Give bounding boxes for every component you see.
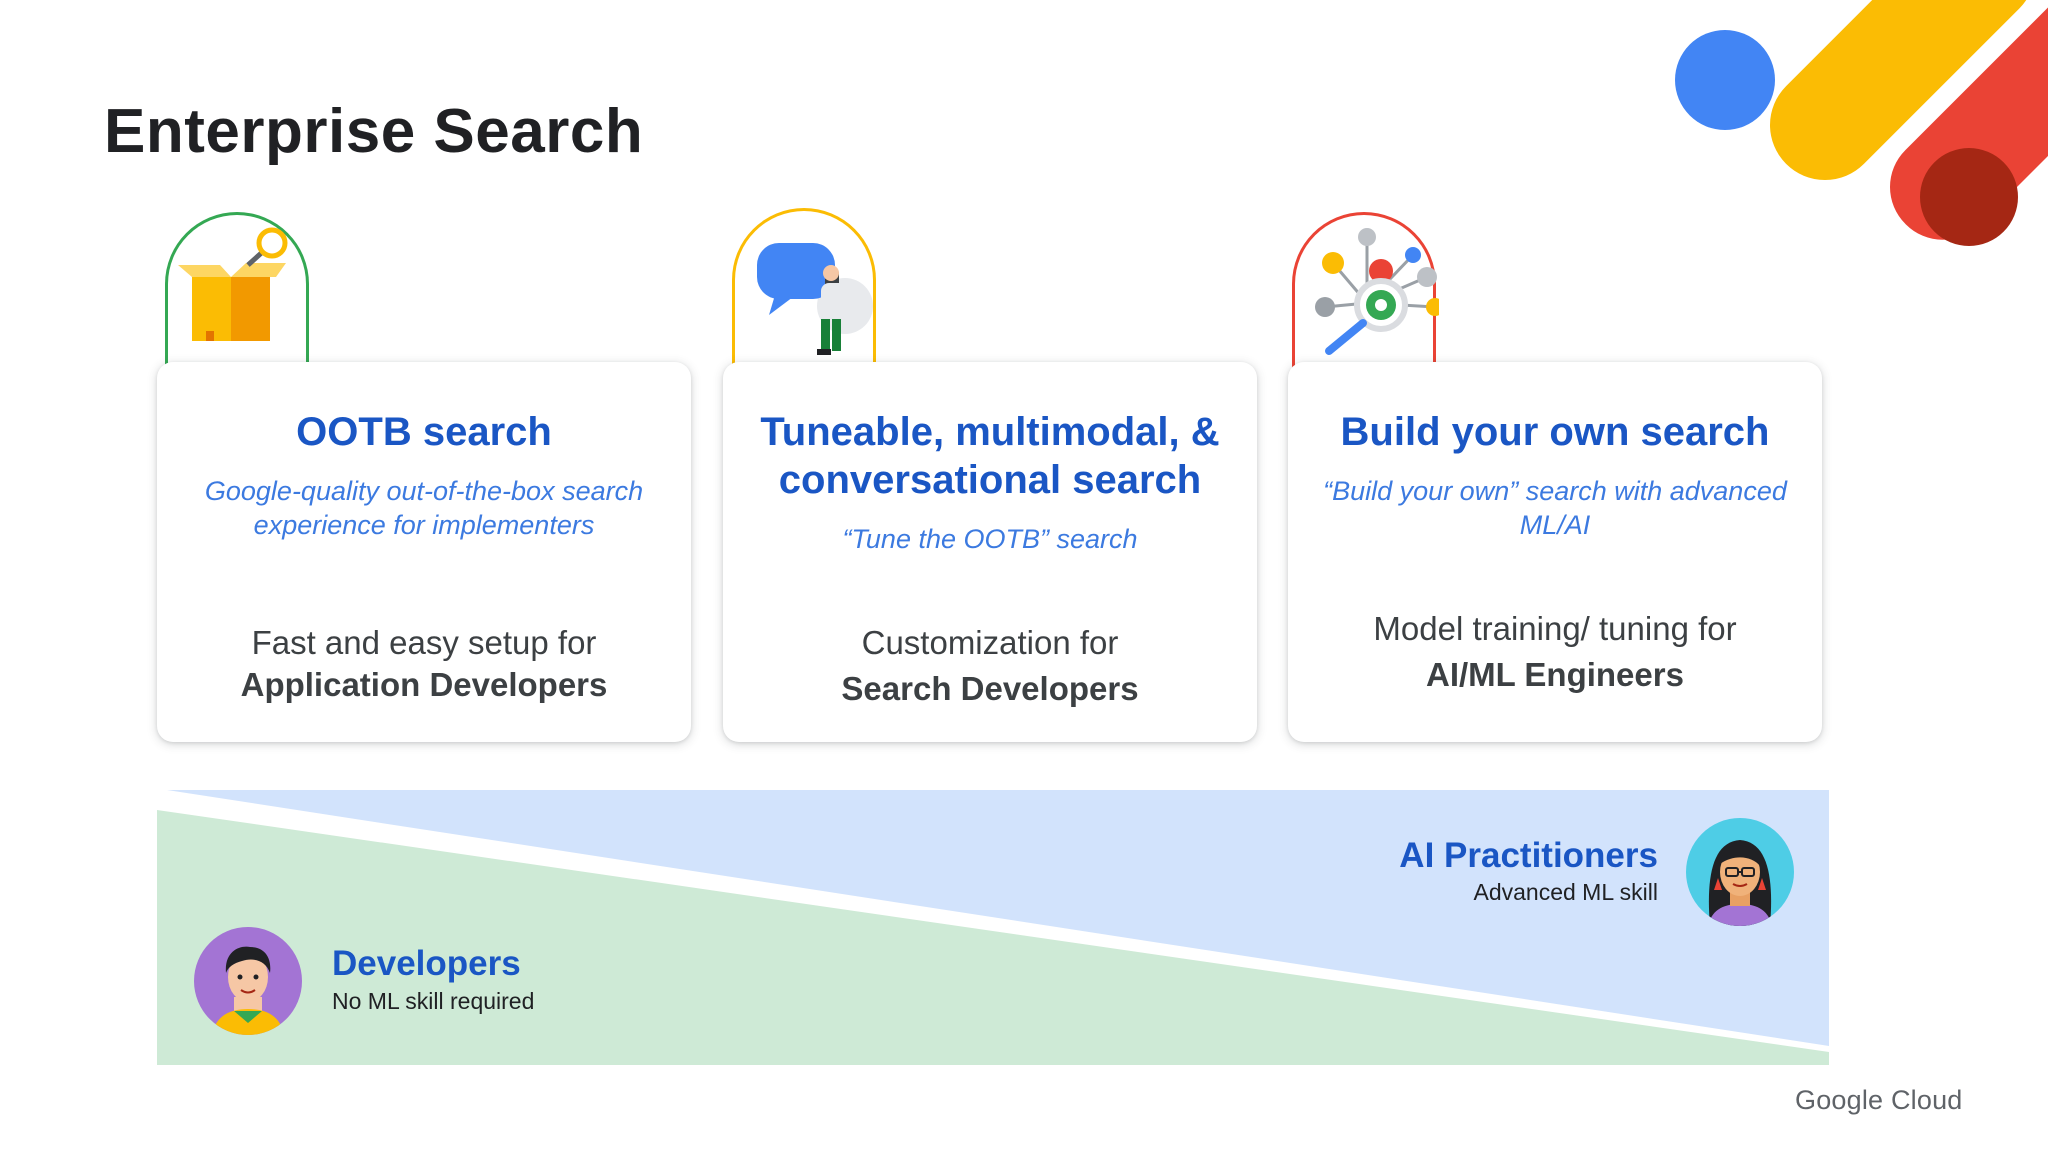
ai-practitioners-skill: Advanced ML skill — [1473, 879, 1658, 905]
card-subtitle: “Build your own” search with advanced ML… — [1323, 476, 1787, 540]
card-body-line1: Fast and easy setup for — [251, 624, 597, 661]
card-title: OOTB search — [296, 410, 552, 454]
card-subtitle: Google-quality out-of-the-box search exp… — [204, 476, 644, 540]
card-body-line1: Customization for — [861, 624, 1119, 661]
card-body: Model training/ tuning for AI/ML Enginee… — [1288, 606, 1822, 698]
card-body-line1: Model training/ tuning for — [1373, 610, 1737, 647]
open-box-magnifier-icon — [178, 227, 288, 341]
build-icon-arch — [1292, 212, 1439, 382]
card-body-audience: Application Developers — [240, 666, 608, 703]
developer-avatar — [194, 927, 302, 1035]
card-title: Tuneable, multimodal, & conversational s… — [760, 410, 1220, 502]
developers-skill: No ML skill required — [332, 988, 535, 1014]
ai-practitioners-label: AI Practitioners — [1399, 836, 1658, 875]
decorative-dark-red-circle — [1920, 148, 2018, 246]
card-body: Customization for Search Developers — [723, 620, 1257, 712]
ai-practitioner-region — [167, 790, 1829, 1046]
card-body-audience: AI/ML Engineers — [1426, 656, 1684, 693]
card-body-audience: Search Developers — [841, 670, 1139, 707]
card-build-your-own-search: Build your own search “Build your own” s… — [1288, 362, 1822, 742]
google-cloud-logo: Google Cloud — [1795, 1085, 1963, 1115]
card-body: Fast and easy setup for Application Deve… — [157, 622, 691, 706]
skill-gradient-band — [157, 790, 1829, 1065]
network-gear-magnifier-icon — [1315, 228, 1439, 355]
tuneable-icon-arch — [732, 208, 876, 378]
ootb-icon-arch — [165, 212, 309, 382]
chat-bubble-person-icon — [757, 243, 873, 355]
decorative-blue-circle — [1675, 30, 1775, 130]
card-title: Build your own search — [1340, 410, 1770, 454]
card-tuneable-search: Tuneable, multimodal, & conversational s… — [723, 362, 1257, 742]
slide-title: Enterprise Search — [104, 97, 644, 166]
ai-practitioner-avatar — [1686, 818, 1794, 926]
card-subtitle: “Tune the OOTB” search — [842, 524, 1138, 554]
developers-label: Developers — [332, 944, 521, 983]
card-ootb-search: OOTB search Google-quality out-of-the-bo… — [157, 362, 691, 742]
developer-region — [157, 810, 1829, 1065]
